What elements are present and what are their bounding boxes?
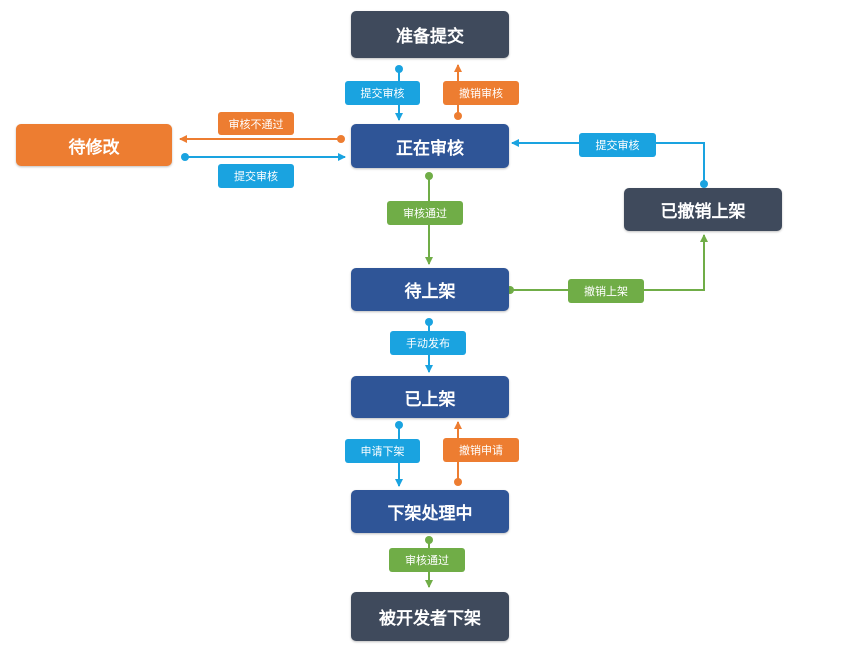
label-manual-publish: 手动发布 xyxy=(390,331,466,355)
label-review-passed-1: 审核通过 xyxy=(387,201,463,225)
node-pending-listing: 待上架 xyxy=(351,268,509,311)
label-cancel-request: 撤销申请 xyxy=(443,438,519,462)
node-under-review: 正在审核 xyxy=(351,124,509,168)
label-review-passed-2: 审核通过 xyxy=(389,548,465,572)
node-listed: 已上架 xyxy=(351,376,509,418)
label-cancel-review: 撤销审核 xyxy=(443,81,519,105)
label-request-delisting: 申请下架 xyxy=(345,439,420,463)
label-submit-review-2: 提交审核 xyxy=(218,164,294,188)
node-delisted-by-developer: 被开发者下架 xyxy=(351,592,509,641)
edge-submit-review-3 xyxy=(511,139,708,188)
node-pending-changes: 待修改 xyxy=(16,124,172,166)
label-revoke-listing: 撤销上架 xyxy=(568,279,644,303)
label-review-failed: 审核不通过 xyxy=(218,112,294,135)
label-submit-review-3: 提交审核 xyxy=(579,133,656,157)
node-listing-revoked: 已撤销上架 xyxy=(624,188,782,231)
node-delisting-in-progress: 下架处理中 xyxy=(351,490,509,533)
edge-review-failed xyxy=(179,135,345,143)
node-ready-to-submit: 准备提交 xyxy=(351,11,509,58)
edge-submit-review-2 xyxy=(181,153,346,161)
label-submit-review-1: 提交审核 xyxy=(345,81,420,105)
